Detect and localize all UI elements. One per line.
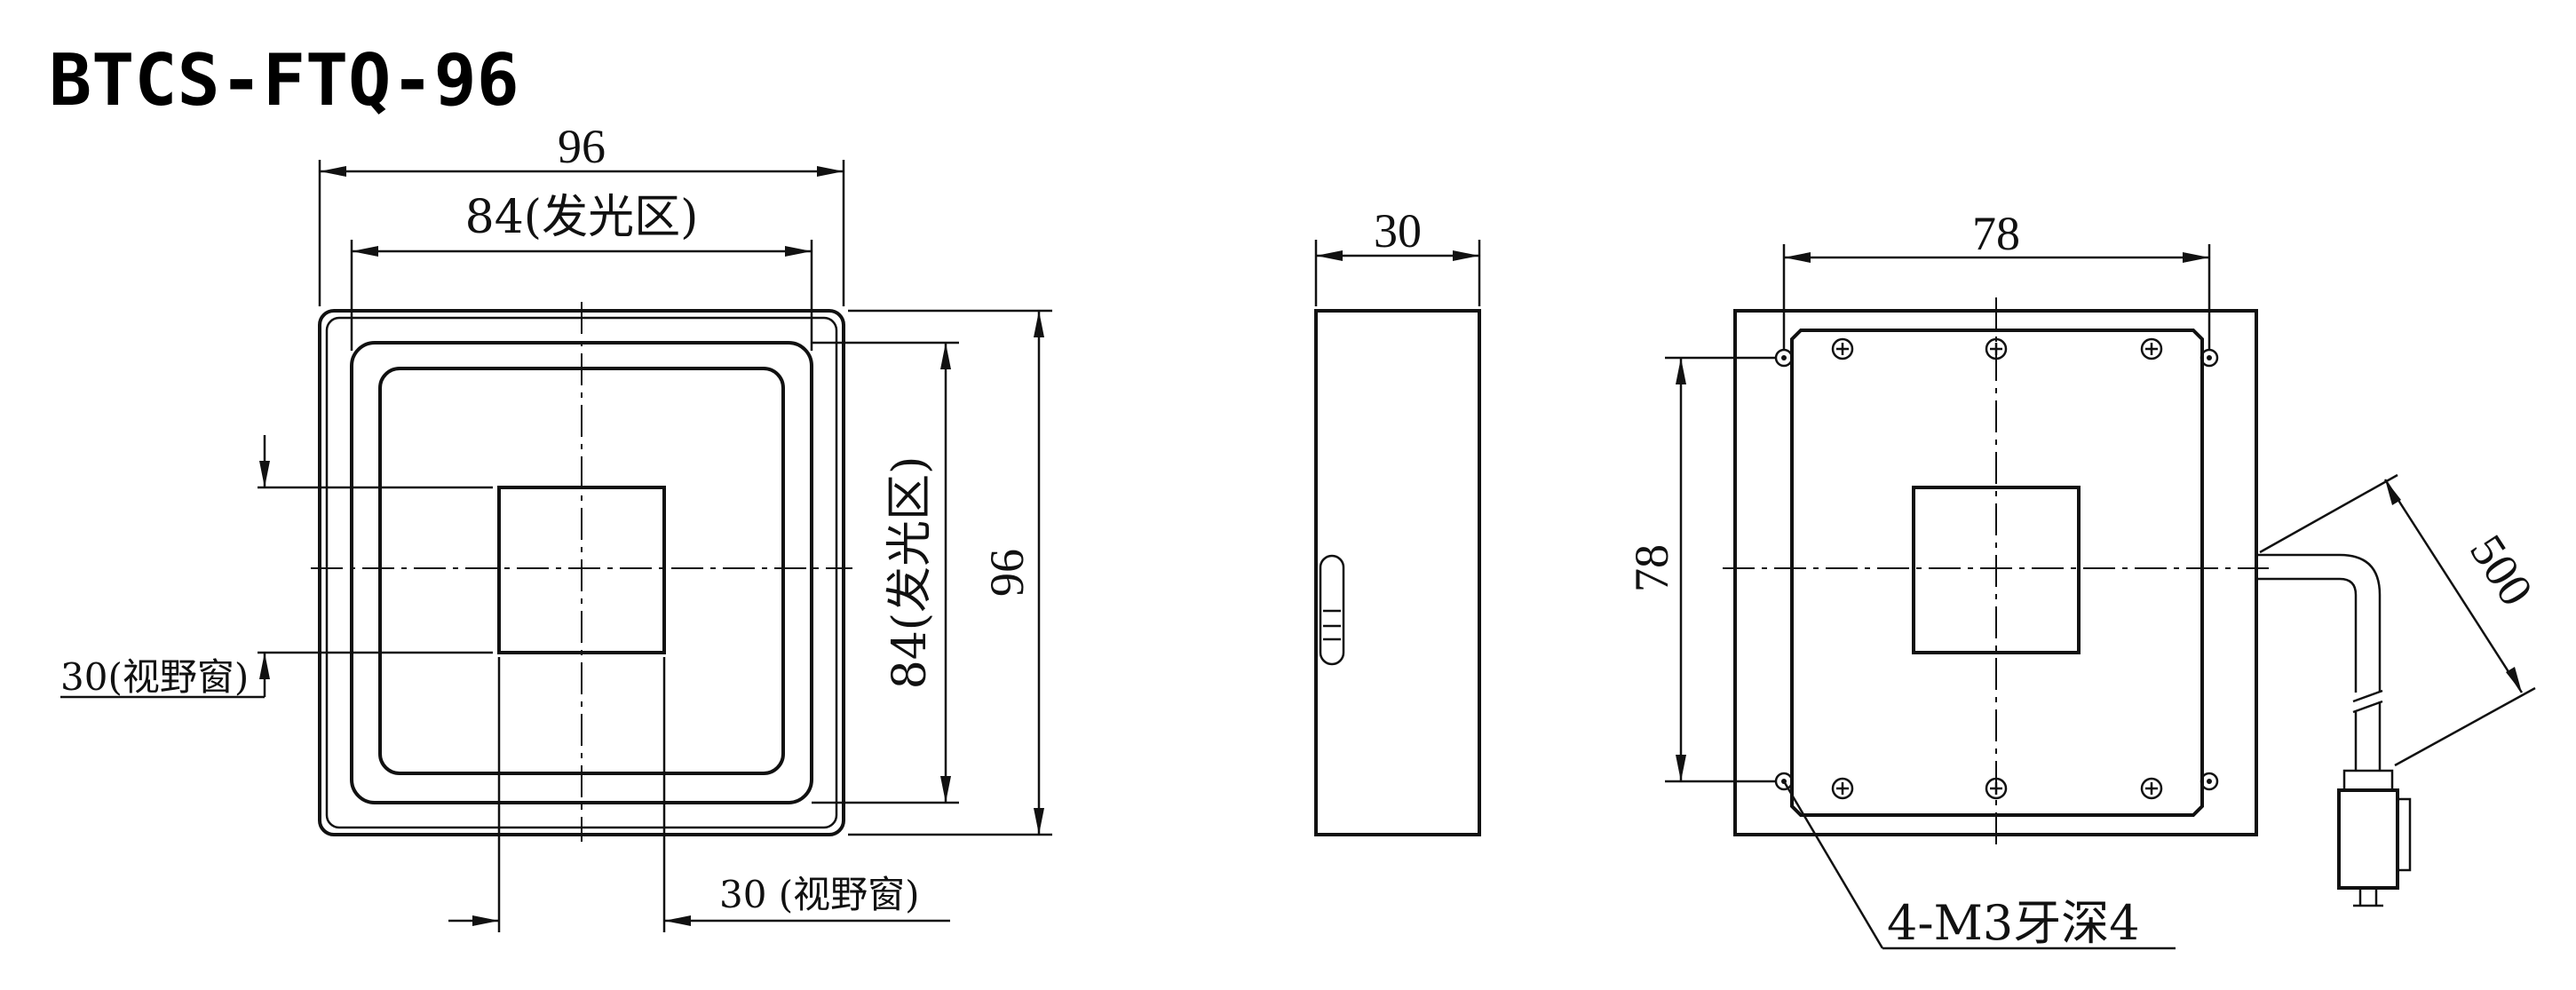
back-cover-plate — [1790, 329, 2204, 817]
dim-overall-width: 96 — [558, 120, 606, 173]
mounting-hole-icon — [2200, 772, 2219, 791]
dim-thickness: 30 — [1374, 204, 1422, 257]
arrow — [1034, 311, 1044, 337]
dim-overall-height: 96 — [980, 549, 1034, 597]
cable-edge — [2256, 577, 2358, 693]
side-body — [1314, 309, 1481, 836]
mounting-hole-icon — [1774, 348, 1794, 368]
screw-icon — [2140, 337, 2163, 360]
arrow — [940, 776, 951, 803]
side-view: 30 — [1314, 204, 1481, 836]
back-view: 78 78 500 — [1625, 207, 2543, 951]
cable-break — [2352, 700, 2383, 714]
dim-emitting-width: 84(发光区) — [465, 191, 699, 244]
screw-icon — [1985, 777, 2008, 800]
arrow — [1453, 250, 1479, 261]
arrow — [2506, 667, 2522, 693]
front-view: 96 84(发光区) 84(发光区) 96 30(视野窗) — [60, 120, 1052, 932]
cable — [2256, 553, 2383, 771]
ext-line — [2259, 473, 2398, 554]
label-mounting-holes: 4-M3牙深4 — [1887, 895, 2140, 951]
dim-window-vertical: 30(视野窗) — [60, 655, 249, 699]
dim-emitting-height: 84(发光区) — [884, 456, 937, 690]
connector-collar — [2342, 769, 2394, 792]
ext-line — [2394, 686, 2536, 767]
screw-icon — [1985, 337, 2008, 360]
dim-cable-length: 500 — [2460, 526, 2543, 615]
arrow — [1676, 755, 1686, 781]
connector-latch — [2396, 797, 2412, 872]
arrow — [472, 915, 499, 926]
leader-line — [1782, 780, 1884, 949]
arrow — [1784, 252, 1811, 263]
arrow — [940, 343, 951, 369]
dim-line-cable-length — [2383, 479, 2524, 693]
connector-body — [2337, 788, 2399, 890]
dim-hole-spacing-horizontal: 78 — [1972, 207, 2020, 260]
arrow — [2183, 252, 2209, 263]
screw-icon — [2140, 777, 2163, 800]
screw-icon — [1831, 337, 1854, 360]
arrow — [1676, 358, 1686, 384]
arrow — [259, 653, 270, 679]
drawing-title: BTCS-FTQ-96 — [49, 39, 519, 122]
dim-hole-spacing-vertical: 78 — [1625, 544, 1678, 592]
arrow — [2385, 479, 2401, 505]
arrow — [1034, 808, 1044, 835]
cable-gland — [1319, 554, 1345, 666]
cable-break — [2352, 689, 2383, 703]
arrow — [1316, 250, 1343, 261]
arrow — [259, 461, 270, 487]
back-window — [1912, 486, 2081, 654]
screw-icon — [1831, 777, 1854, 800]
arrow — [352, 246, 378, 257]
arrow — [785, 246, 812, 257]
cable-edge — [2256, 553, 2382, 693]
connector-icon — [2337, 769, 2412, 907]
arrow — [664, 915, 691, 926]
arrow — [320, 166, 346, 177]
dim-window-horizontal: 30 (视野窗) — [719, 873, 920, 916]
arrow — [817, 166, 844, 177]
